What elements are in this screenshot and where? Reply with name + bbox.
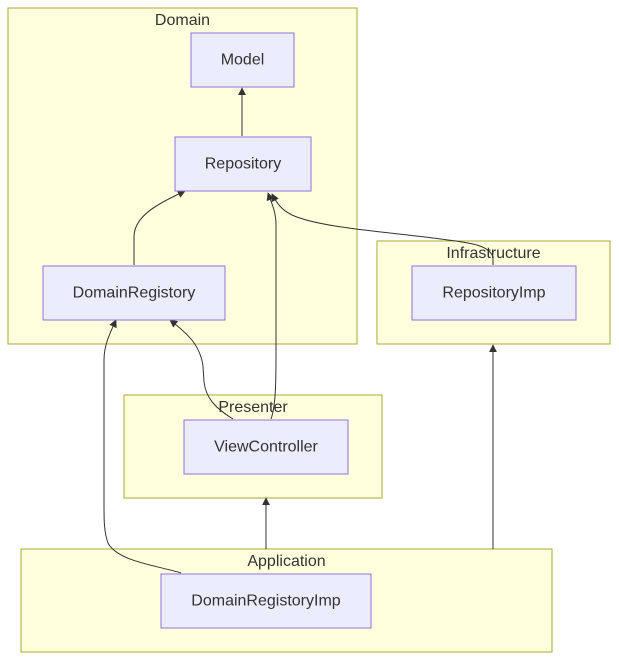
cluster-presenter-label: Presenter xyxy=(218,399,288,416)
node-domain-registory: DomainRegistory xyxy=(42,265,226,321)
cluster-application-label: Application xyxy=(247,553,325,570)
node-domain-registory-label: DomainRegistory xyxy=(73,285,196,302)
cluster-infrastructure-label: Infrastructure xyxy=(446,245,540,262)
node-repository-imp-label: RepositoryImp xyxy=(442,285,545,302)
node-repository: Repository xyxy=(174,136,312,192)
node-domain-registory-imp: DomainRegistoryImp xyxy=(160,573,372,629)
edge-viewcontroller-to-domainregistory xyxy=(169,319,234,420)
edge-repositoryimp-to-repository xyxy=(271,193,494,265)
node-domain-registory-imp-label: DomainRegistoryImp xyxy=(191,593,340,610)
cluster-domain-label: Domain xyxy=(155,12,210,29)
edge-domainregistoryimp-to-domainregistory xyxy=(103,319,182,574)
node-view-controller: ViewController xyxy=(183,419,349,475)
edge-viewcontroller-to-repository xyxy=(266,192,277,420)
node-model-label: Model xyxy=(221,52,265,69)
node-model: Model xyxy=(190,32,295,88)
node-view-controller-label: ViewController xyxy=(214,439,318,456)
node-repository-label: Repository xyxy=(205,156,281,173)
edge-domainregistory-to-repository xyxy=(133,190,186,265)
node-repository-imp: RepositoryImp xyxy=(411,265,577,321)
